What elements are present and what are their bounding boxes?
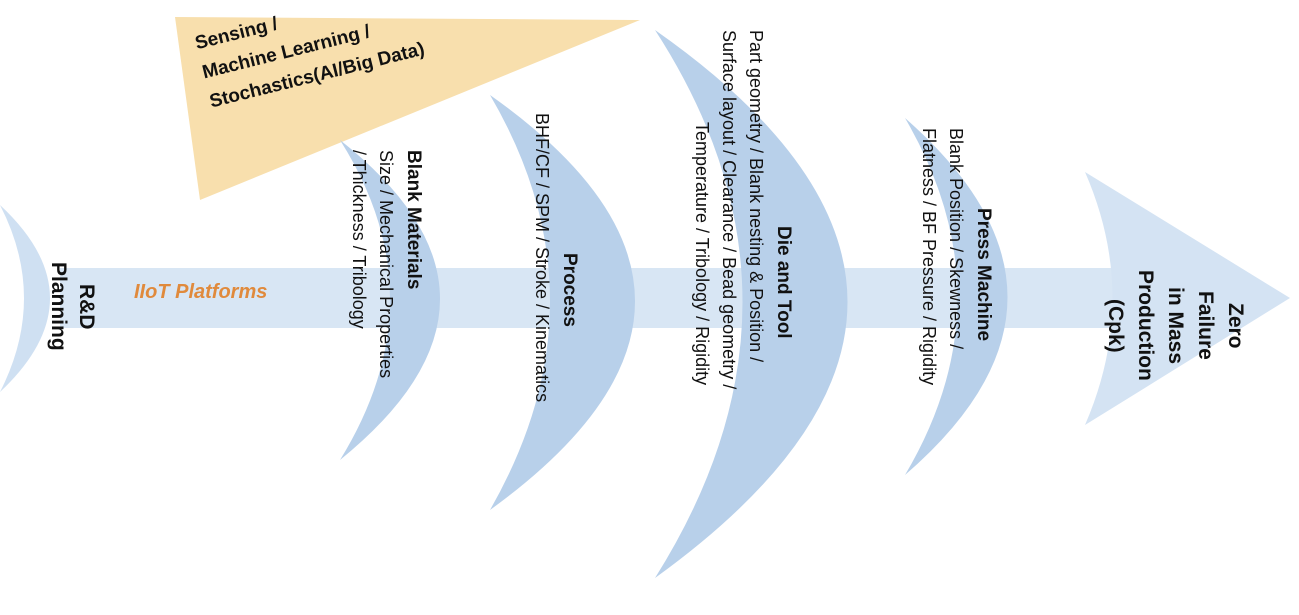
end-line: Production <box>1134 270 1157 381</box>
factor-detail: BHF/CF / SPM / Stroke / Kinematics <box>532 113 552 403</box>
end-line: (Cpk) <box>1104 298 1127 353</box>
crescent-blank-materials <box>340 140 440 460</box>
factor-title: Process <box>559 253 580 327</box>
arrow-head <box>1085 172 1290 425</box>
factor-detail: Part geometry / Blank nesting & Position… <box>746 30 766 363</box>
factor-title: Blank Materials <box>403 150 424 290</box>
end-line: in Mass <box>1164 286 1187 364</box>
factor-detail: Surface layout / Clearance / Bead geomet… <box>719 30 739 390</box>
start-line: R&D <box>75 283 98 330</box>
factor-press-machine: Press Machine Blank Position / Skewness … <box>915 128 997 385</box>
start-line: Planning <box>47 262 70 351</box>
factor-process: Process BHF/CF / SPM / Stroke / Kinemati… <box>528 113 583 402</box>
factor-detail: Temperature / Tribology / Rigidity <box>692 122 712 386</box>
factor-detail: Blank Position / Skewness / <box>946 128 966 350</box>
crescent-process <box>490 95 635 510</box>
factor-blank-materials: Blank Materials Size / Mechanical Proper… <box>345 150 427 378</box>
factor-die-and-tool: Die and Tool Part geometry / Blank nesti… <box>688 30 797 389</box>
crescent-die-and-tool <box>655 30 848 578</box>
crescent-press-machine <box>905 118 1008 475</box>
end-line: Zero <box>1224 302 1247 349</box>
factor-detail: Flatness / BF Pressure / Rigidity <box>919 128 939 386</box>
end-line: Failure <box>1194 290 1217 360</box>
factor-detail: Size / Mechanical Properties <box>376 150 396 379</box>
factor-title: Die and Tool <box>773 226 794 339</box>
factor-title: Press Machine <box>973 208 994 342</box>
start-label: R&D Planning <box>44 262 100 351</box>
spine-label: IIoT Platforms <box>134 281 268 303</box>
end-label: Zero Failure in Mass Production (Cpk) <box>1100 270 1250 381</box>
factor-detail: / Thickness / Tribology <box>349 150 369 329</box>
tail-shape <box>0 205 50 392</box>
sensing-banner <box>175 17 640 200</box>
